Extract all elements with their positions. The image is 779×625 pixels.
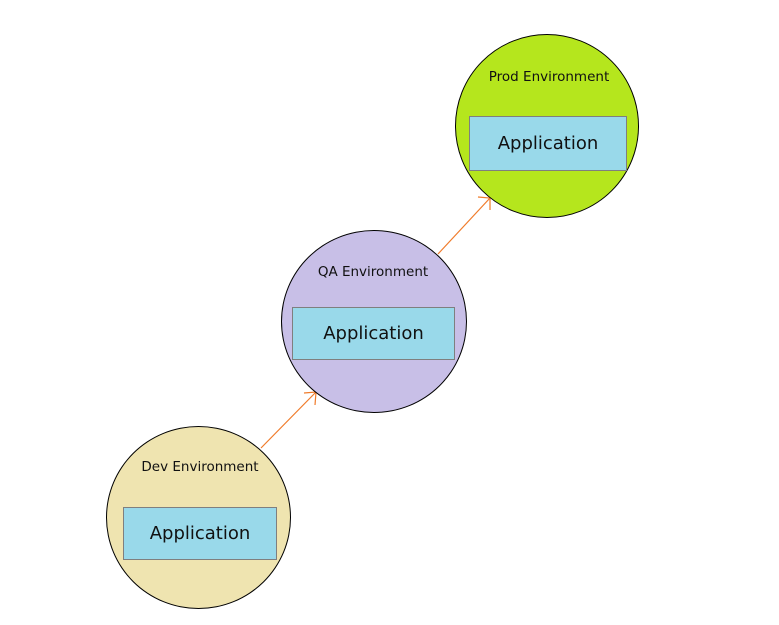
prod-application-box: Application bbox=[469, 116, 627, 171]
arrow-qa-to-prod-head bbox=[477, 196, 491, 210]
qa-application-box: Application bbox=[292, 307, 455, 360]
dev-application-box: Application bbox=[123, 507, 277, 560]
dev-environment-label: Dev Environment bbox=[141, 459, 259, 475]
prod-environment-label: Prod Environment bbox=[488, 69, 610, 85]
qa-environment-label: QA Environment bbox=[317, 264, 429, 280]
arrow-dev-to-qa bbox=[260, 391, 317, 449]
arrow-qa-to-prod bbox=[437, 197, 491, 255]
